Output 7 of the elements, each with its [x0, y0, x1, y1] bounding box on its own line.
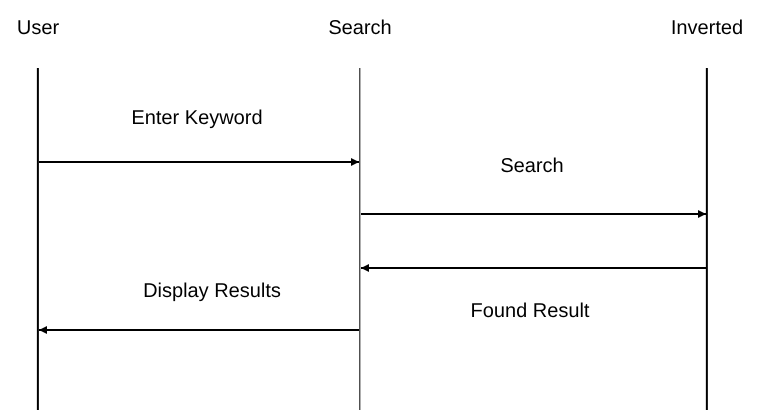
arrow [39, 326, 359, 334]
arrow [39, 158, 359, 166]
lifeline-label: Search [328, 16, 392, 41]
arrow [361, 210, 706, 218]
lifeline-label: User [16, 16, 60, 41]
lifeline-label: Inverted [670, 16, 744, 41]
arrow [361, 264, 706, 272]
